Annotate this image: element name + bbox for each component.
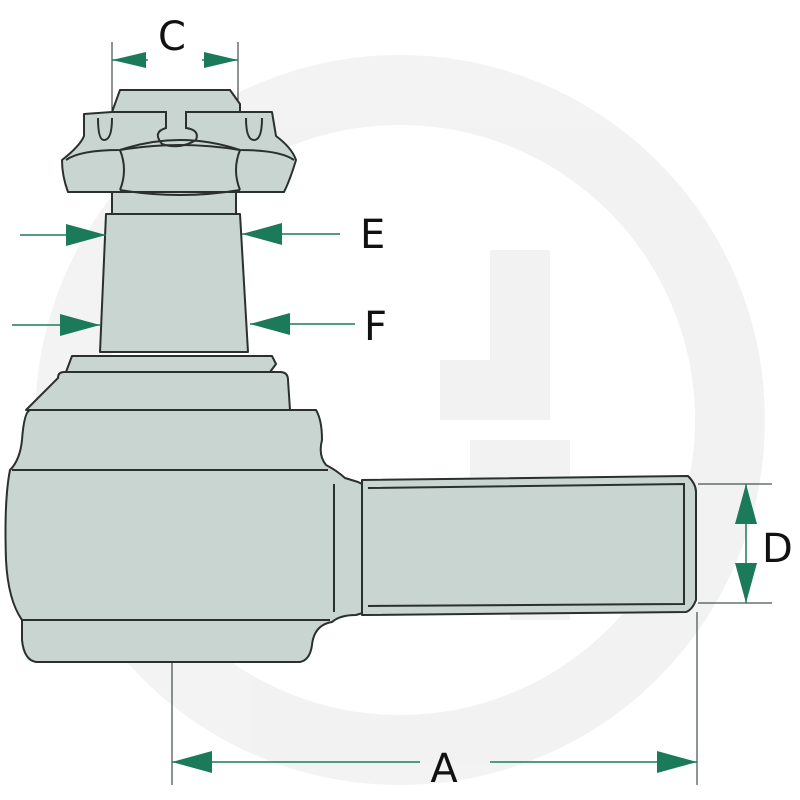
dimension-e: E: [20, 212, 385, 258]
arrow-icon: [204, 52, 238, 68]
label-d: D: [762, 526, 793, 572]
arrow-icon: [250, 313, 290, 335]
dimension-f: F: [12, 304, 387, 350]
dimension-d: D: [698, 483, 793, 604]
threaded-shank: [361, 475, 697, 616]
arrow-icon: [172, 751, 212, 773]
arrow-icon: [657, 751, 697, 773]
arrow-icon: [66, 224, 106, 246]
tapered-stud: [65, 191, 277, 373]
label-e: E: [360, 212, 385, 258]
dimension-c: C: [111, 14, 239, 112]
arrow-icon: [242, 223, 282, 245]
ball-joint-housing: [4, 371, 367, 663]
arrow-icon: [60, 314, 100, 336]
label-f: F: [364, 304, 387, 350]
arrow-icon: [112, 52, 146, 68]
label-a: A: [430, 746, 458, 792]
dimension-a: A: [171, 612, 698, 792]
arrow-icon: [735, 484, 757, 524]
castle-nut: [61, 89, 297, 196]
label-c: C: [158, 14, 186, 60]
arrow-icon: [735, 563, 757, 603]
